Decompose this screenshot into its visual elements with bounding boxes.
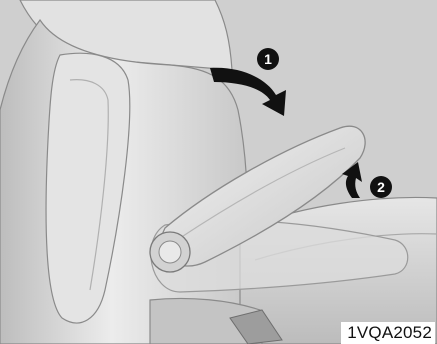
- armrest-pivot-cap: [159, 241, 181, 263]
- callout-2-number: 2: [377, 179, 385, 195]
- figure-code-label: 1VQA2052: [341, 322, 435, 344]
- callout-1-number: 1: [264, 51, 272, 67]
